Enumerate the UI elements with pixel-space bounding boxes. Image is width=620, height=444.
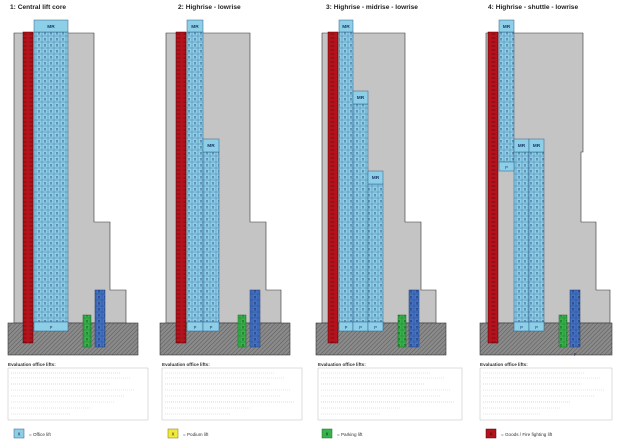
evaluation-panel-1: Evaluation office lifts:	[7, 362, 149, 421]
service-lift-shaft	[569, 289, 581, 348]
diagram-4: MR MR MR P P P P	[479, 19, 613, 357]
legend-label: = Office lift	[29, 432, 51, 437]
diagram-3: MR MR MR P P P	[315, 19, 447, 356]
diagram-4-title: 4: Highrise - shuttle - lowrise	[488, 4, 578, 11]
evaluation-label: Evaluation office lifts:	[480, 362, 528, 367]
pit-label: P	[359, 325, 362, 330]
legend-label: = Parking lift	[337, 432, 363, 437]
legend-parking-lift: X = Parking lift	[321, 428, 363, 439]
pit-label: P	[345, 325, 348, 330]
fire-fighting-lift-shaft	[22, 31, 34, 344]
legend-swatch-fire	[485, 428, 497, 439]
pit-label: P	[210, 325, 213, 330]
lift-pit	[367, 321, 384, 332]
machine-room-label: MR	[357, 95, 365, 101]
legend-label: = Goods / Fire fighting lift	[501, 432, 553, 437]
machine-room-highrise	[338, 19, 354, 33]
evaluation-panel-2: Evaluation office lifts:	[161, 362, 303, 421]
evaluation-lines	[321, 372, 455, 415]
pit-label: P	[194, 325, 197, 330]
lift-pit	[528, 321, 545, 332]
machine-room-label: MR	[503, 24, 511, 30]
service-lift-shaft	[408, 289, 420, 348]
legend-swatch-office	[13, 428, 25, 439]
parking-lift-shaft	[237, 314, 247, 348]
machine-room-label: MR	[533, 143, 541, 149]
office-lift-block-highrise	[498, 31, 515, 163]
evaluation-label: Evaluation office lifts:	[8, 362, 56, 367]
legend-key: X	[490, 432, 493, 437]
pit-label: P	[50, 325, 53, 330]
diagram-1-title: 1: Central lift core	[10, 4, 66, 11]
machine-room-midrise	[352, 90, 369, 105]
machine-room-label: MR	[372, 175, 380, 181]
fire-fighting-lift-shaft	[175, 31, 187, 344]
evaluation-lines	[165, 372, 295, 415]
office-lift-block-highrise	[338, 31, 354, 323]
pit-label: P	[535, 325, 538, 330]
legend-label: = Podium lift	[183, 432, 209, 437]
evaluation-label: Evaluation office lifts:	[162, 362, 210, 367]
machine-room-label: MR	[191, 24, 199, 30]
evaluation-lines	[11, 372, 135, 415]
legend-swatch-parking	[321, 428, 333, 439]
pit-label: P	[374, 325, 377, 330]
diagram-2: MR MR P P	[159, 19, 291, 356]
legend: X = Office lift X = Podium lift X = Park…	[13, 428, 553, 439]
machine-room	[33, 19, 69, 33]
legend-key: X	[18, 432, 21, 437]
evaluation-box	[479, 367, 613, 421]
parking-lift-shaft	[558, 314, 568, 348]
lift-pit	[202, 321, 220, 332]
evaluation-box	[161, 367, 303, 421]
legend-key: X	[326, 432, 329, 437]
office-lift-block-lowrise	[367, 183, 384, 323]
machine-room-label: MR	[47, 24, 55, 30]
machine-room-label: MR	[342, 24, 350, 30]
legend-fire-fighting-lift: X = Goods / Fire fighting lift	[485, 428, 553, 439]
diagram-3-title: 3: Highrise - midrise - lowrise	[326, 4, 418, 11]
evaluation-panel-3: Evaluation office lifts:	[317, 362, 463, 421]
machine-room-lowrise	[528, 138, 545, 153]
office-lift-block	[33, 31, 69, 323]
machine-room-lowrise	[367, 170, 384, 185]
office-lift-block-lowrise	[202, 151, 220, 323]
parking-lift-shaft	[397, 314, 407, 348]
office-lift-block-midrise	[352, 103, 369, 323]
machine-room-highrise	[498, 19, 515, 33]
machine-room-highrise	[186, 19, 204, 33]
evaluation-lines	[483, 372, 605, 415]
parking-lift-shaft	[82, 314, 92, 348]
office-lift-block-shuttle	[513, 151, 530, 323]
legend-swatch-podium	[167, 428, 179, 439]
office-lift-block-highrise	[186, 31, 204, 323]
fire-fighting-lift-shaft	[327, 31, 339, 344]
diagram-1: MR P	[7, 19, 139, 356]
machine-room-label: MR	[518, 143, 526, 149]
office-lift-block-lowrise	[528, 151, 545, 323]
lift-pit	[33, 321, 69, 332]
machine-room-label: MR	[207, 143, 215, 149]
lift-pit-sky-lobby	[498, 161, 515, 172]
evaluation-box	[7, 367, 149, 421]
legend-podium-lift: X = Podium lift	[167, 428, 209, 439]
machine-room-lowrise	[202, 138, 220, 153]
service-lift-shaft	[249, 289, 261, 348]
pit-label: P	[574, 352, 577, 357]
pit-label: P	[520, 325, 523, 330]
diagram-2-title: 2: Highrise - lowrise	[178, 4, 241, 11]
legend-office-lift: X = Office lift	[13, 428, 51, 439]
basement	[479, 322, 613, 356]
evaluation-label: Evaluation office lifts:	[318, 362, 366, 367]
fire-fighting-lift-shaft	[487, 31, 499, 344]
evaluation-panel-4: Evaluation office lifts:	[479, 362, 613, 421]
legend-key: X	[172, 432, 175, 437]
evaluation-box	[317, 367, 463, 421]
service-lift-shaft	[94, 289, 106, 348]
pit-label: P	[505, 165, 508, 170]
